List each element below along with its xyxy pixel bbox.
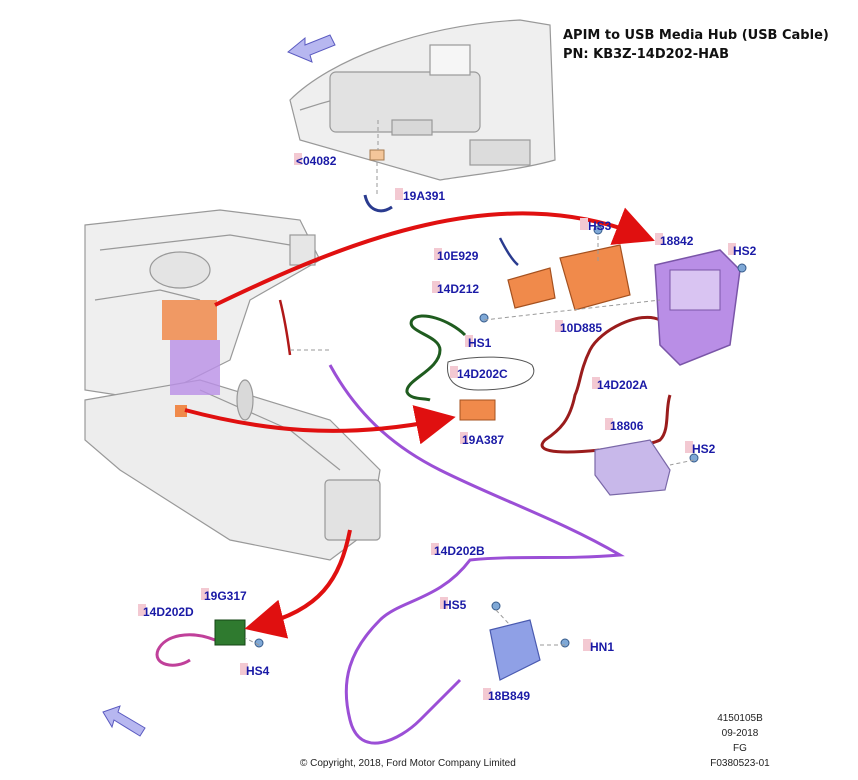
leader-lines xyxy=(244,120,695,646)
cable-14d202d xyxy=(155,633,216,667)
svg-text:18B849: 18B849 xyxy=(488,689,530,703)
label-14d202d: 14D202D xyxy=(138,604,194,619)
overhead-console-illustration xyxy=(289,19,556,181)
part-10d885-display xyxy=(559,244,631,311)
label-hs2-bottom: HS2 xyxy=(685,441,716,456)
svg-text:HN1: HN1 xyxy=(590,640,614,654)
part-14d212-module xyxy=(507,267,556,309)
svg-text:19G317: 19G317 xyxy=(204,589,247,603)
center-console-illustration xyxy=(84,379,381,561)
view-arrow-top-icon xyxy=(287,34,336,63)
highlight-display-location xyxy=(162,300,217,340)
svg-text:HS2: HS2 xyxy=(733,244,757,258)
label-19a387: 19A387 xyxy=(460,432,504,447)
label-14d202b: 14D202B xyxy=(431,543,485,558)
copyright-notice: © Copyright, 2018, Ford Motor Company Li… xyxy=(300,758,516,769)
svg-text:10E929: 10E929 xyxy=(437,249,479,263)
label-18b849: 18B849 xyxy=(483,688,530,703)
label-19g317: 19G317 xyxy=(201,588,247,603)
svg-text:HS4: HS4 xyxy=(246,664,270,678)
svg-text:19A387: 19A387 xyxy=(462,433,504,447)
cable-14d202a xyxy=(540,315,672,454)
cable-14d202b xyxy=(328,364,625,745)
svg-text:19A391: 19A391 xyxy=(403,189,445,203)
part-19g317-module xyxy=(214,619,246,646)
callout-ellipse-14d202c xyxy=(446,356,535,391)
label-14d212: 14D212 xyxy=(432,281,479,296)
label-18842: 18842 xyxy=(655,233,694,248)
svg-text:HS3: HS3 xyxy=(588,219,612,233)
svg-text:14D202D: 14D202D xyxy=(143,605,194,619)
highlight-apim-location xyxy=(170,340,220,395)
label-hs2-top: HS2 xyxy=(728,243,757,258)
svg-text:10D885: 10D885 xyxy=(560,321,602,335)
label-hs1: HS1 xyxy=(465,335,492,350)
svg-text:18806: 18806 xyxy=(610,419,644,433)
part-04082-clip xyxy=(369,149,385,161)
diagram-title: APIM to USB Media Hub (USB Cable) xyxy=(563,28,829,43)
part-18842-screen xyxy=(669,269,721,311)
part-19a387-usb-hub xyxy=(459,399,496,421)
label-hs3: HS3 xyxy=(580,218,612,233)
label-14d202c: 14D202C xyxy=(450,366,508,381)
part-19a391-connector xyxy=(363,194,393,213)
part-18806-apim xyxy=(594,439,671,496)
cable-dash-red xyxy=(278,299,292,356)
doc-code: FG xyxy=(733,743,747,754)
part-18b849-module xyxy=(489,619,541,681)
doc-date: 09-2018 xyxy=(721,728,759,739)
part-number: PN: KB3Z-14D202-HAB xyxy=(563,47,730,62)
figure-id: F0380523-01 xyxy=(710,758,770,769)
arrow-to-usb-hub xyxy=(184,405,456,445)
doc-number: 4150105B xyxy=(717,713,763,724)
svg-text:<04082: <04082 xyxy=(296,154,337,168)
view-arrow-bottom-icon xyxy=(102,705,146,737)
svg-text:14D202A: 14D202A xyxy=(597,378,648,392)
label-18806: 18806 xyxy=(605,418,644,433)
view-direction-arrows xyxy=(102,34,336,737)
svg-text:HS1: HS1 xyxy=(468,336,492,350)
part-labels: <04082 19A391 HS3 10E929 18842 HS2 14D21… xyxy=(138,153,757,703)
highlight-usb-hub-location xyxy=(175,405,187,417)
label-14d202a: 14D202A xyxy=(592,377,648,392)
arrow-to-rear-usb xyxy=(244,529,352,639)
label-19a391: 19A391 xyxy=(395,188,445,203)
part-10e929-wire xyxy=(498,237,519,266)
svg-text:14D202B: 14D202B xyxy=(434,544,485,558)
label-hn1: HN1 xyxy=(583,639,614,654)
label-hs5: HS5 xyxy=(440,597,467,612)
label-10d885: 10D885 xyxy=(555,320,602,335)
cable-14d202c xyxy=(405,314,467,402)
label-hs4: HS4 xyxy=(240,663,270,678)
svg-text:14D212: 14D212 xyxy=(437,282,479,296)
screws xyxy=(254,225,747,648)
label-10e929: 10E929 xyxy=(434,248,479,263)
label-04082: <04082 xyxy=(294,153,337,168)
svg-text:HS2: HS2 xyxy=(692,442,716,456)
svg-text:14D202C: 14D202C xyxy=(457,367,508,381)
svg-text:HS5: HS5 xyxy=(443,598,467,612)
svg-text:18842: 18842 xyxy=(660,234,694,248)
